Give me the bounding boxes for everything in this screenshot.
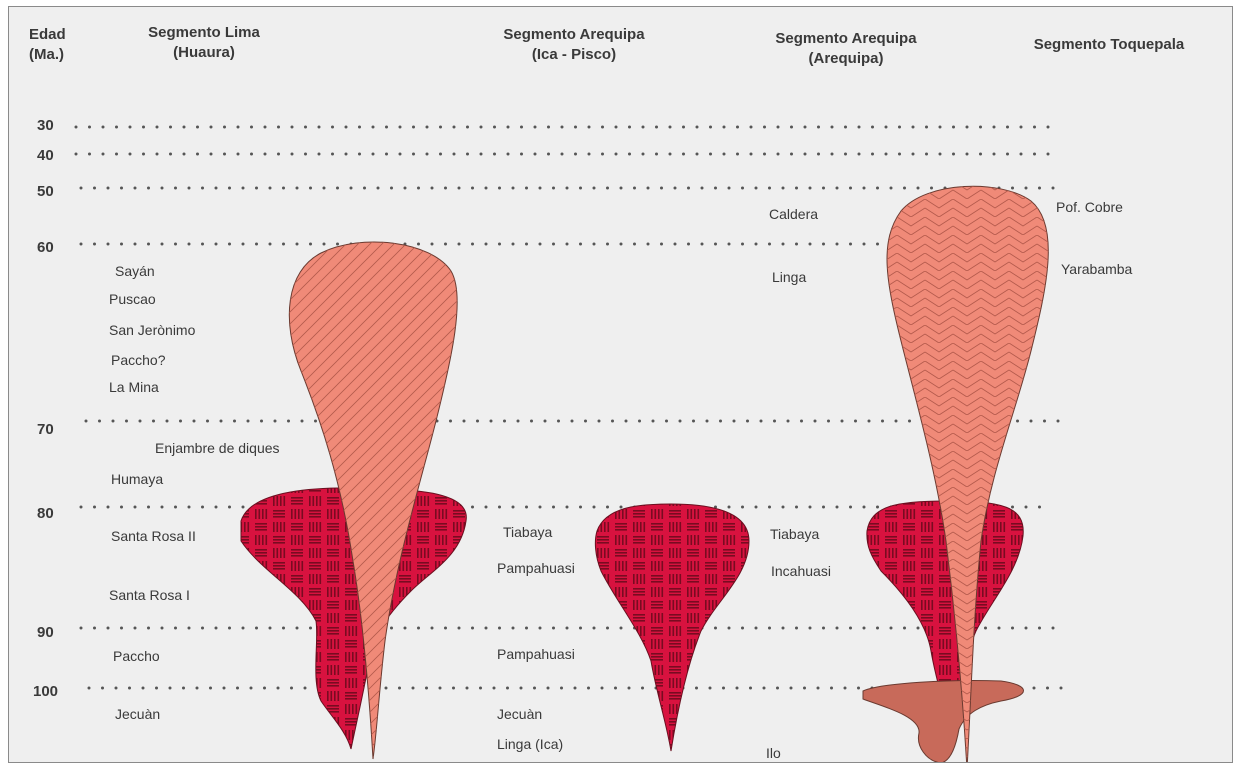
lima-header-line2: (Huaura): [124, 43, 284, 63]
toquepala-label-yarabamba: Yarabamba: [1061, 261, 1132, 277]
ica-label-jecuan: Jecuàn: [497, 706, 542, 722]
lima-label-santa-rosa-i: Santa Rosa I: [109, 587, 190, 603]
lima-label-la-mina: La Mina: [109, 379, 159, 395]
ica-label-tiabaya: Tiabaya: [503, 524, 552, 540]
lima-label-humaya: Humaya: [111, 471, 163, 487]
ica-label-pampahuasi-1: Pampahuasi: [497, 560, 575, 576]
age-label-100: 100: [33, 683, 58, 700]
lima-label-puscao: Puscao: [109, 291, 156, 307]
age-label-90: 90: [37, 624, 54, 641]
lima-header-line1: Segmento Lima: [124, 23, 284, 43]
lima-segment-header: Segmento Lima (Huaura): [124, 23, 284, 63]
lima-label-jecuan: Jecuàn: [115, 706, 160, 722]
age-label-40: 40: [37, 147, 54, 164]
arequipa-label-tiabaya: Tiabaya: [770, 526, 819, 542]
age-label-60: 60: [37, 239, 54, 256]
age-label-50: 50: [37, 183, 54, 200]
toquepala-segment-header: Segmento Toquepala: [1004, 35, 1214, 55]
ica-header-line1: Segmento Arequipa: [474, 25, 674, 45]
ica-header-line2: (Ica - Pisco): [474, 45, 674, 65]
age-label-70: 70: [37, 421, 54, 438]
ilo-body: [863, 680, 1024, 763]
arequipa-label-linga: Linga: [772, 269, 806, 285]
lima-label-paccho: Paccho: [113, 648, 160, 664]
diagram-frame: Edad (Ma.) Segmento Lima (Huaura) Segmen…: [8, 6, 1233, 763]
age-header-line2: (Ma.): [29, 45, 66, 65]
ica-segment-header: Segmento Arequipa (Ica - Pisco): [474, 25, 674, 65]
lima-label-paccho-q: Paccho?: [111, 352, 165, 368]
toquepala-header-line1: Segmento Toquepala: [1004, 35, 1214, 55]
lima-label-san-jeronimo: San Jerònimo: [109, 322, 195, 338]
arequipa-label-incahuasi: Incahuasi: [771, 563, 831, 579]
ica-label-linga-ica: Linga (Ica): [497, 736, 563, 752]
toquepala-label-pof-cobre: Pof. Cobre: [1056, 199, 1123, 215]
arequipa-label-ilo: Ilo: [766, 745, 781, 761]
intrusion-diagram: [9, 7, 1233, 763]
age-label-80: 80: [37, 505, 54, 522]
age-label-30: 30: [37, 117, 54, 134]
age-column-header: Edad (Ma.): [29, 25, 66, 65]
age-header-line1: Edad: [29, 25, 66, 45]
lima-label-sayan: Sayán: [115, 263, 155, 279]
arequipa-header-line2: (Arequipa): [746, 49, 946, 69]
arequipa-segment-header: Segmento Arequipa (Arequipa): [746, 29, 946, 69]
lima-label-santa-rosa-ii: Santa Rosa II: [111, 528, 196, 544]
ica-label-pampahuasi-2: Pampahuasi: [497, 646, 575, 662]
lima-label-enjambre: Enjambre de diques: [155, 440, 280, 456]
arequipa-label-caldera: Caldera: [769, 206, 818, 222]
arequipa-header-line1: Segmento Arequipa: [746, 29, 946, 49]
